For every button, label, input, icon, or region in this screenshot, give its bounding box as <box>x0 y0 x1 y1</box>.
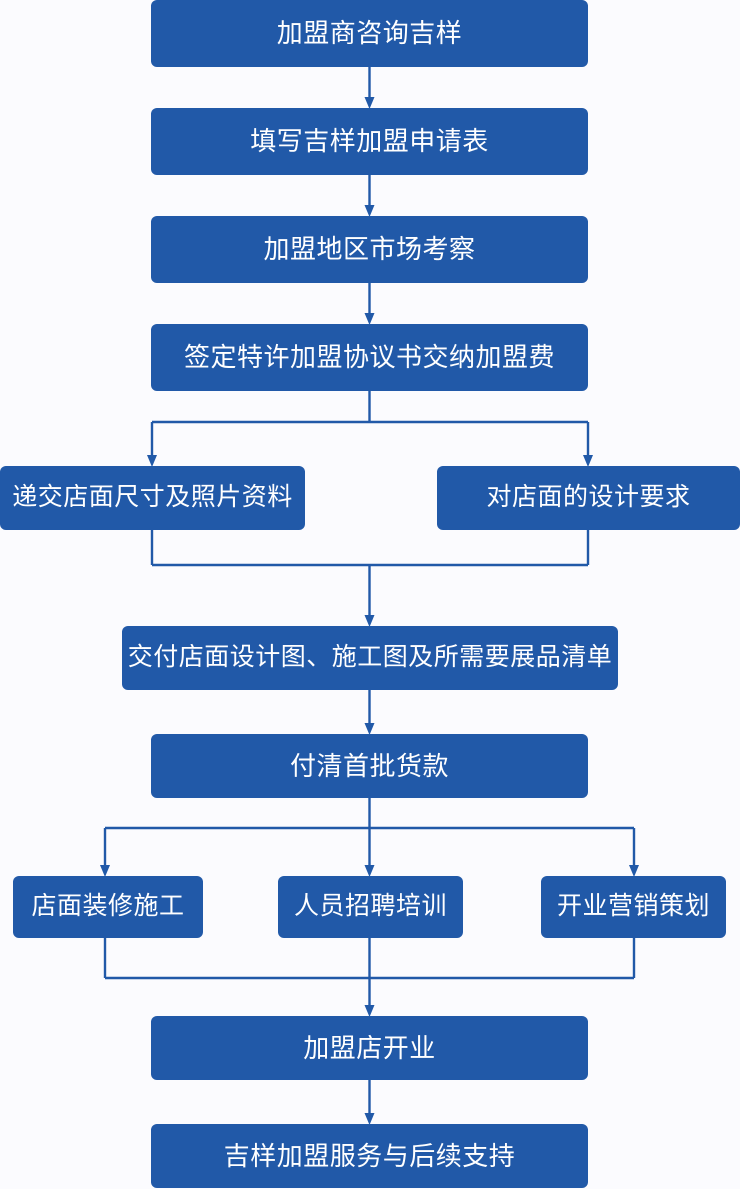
flow-node-n2[interactable]: 填写吉样加盟申请表 <box>151 108 588 175</box>
flow-node-n5a[interactable]: 递交店面尺寸及照片资料 <box>0 466 305 530</box>
flow-node-n8b[interactable]: 人员招聘培训 <box>278 876 463 938</box>
flow-node-n5b[interactable]: 对店面的设计要求 <box>437 466 740 530</box>
flow-node-n3[interactable]: 加盟地区市场考察 <box>151 216 588 283</box>
flow-node-n7[interactable]: 付清首批货款 <box>151 734 588 798</box>
flow-node-n10[interactable]: 吉样加盟服务与后续支持 <box>151 1124 588 1188</box>
flow-node-n6[interactable]: 交付店面设计图、施工图及所需要展品清单 <box>122 626 618 690</box>
flow-node-n9[interactable]: 加盟店开业 <box>151 1016 588 1080</box>
flow-node-n4[interactable]: 签定特许加盟协议书交纳加盟费 <box>151 324 588 391</box>
flow-node-n8c[interactable]: 开业营销策划 <box>541 876 726 938</box>
flow-node-n8a[interactable]: 店面装修施工 <box>13 876 203 938</box>
flow-node-n1[interactable]: 加盟商咨询吉样 <box>151 0 588 67</box>
